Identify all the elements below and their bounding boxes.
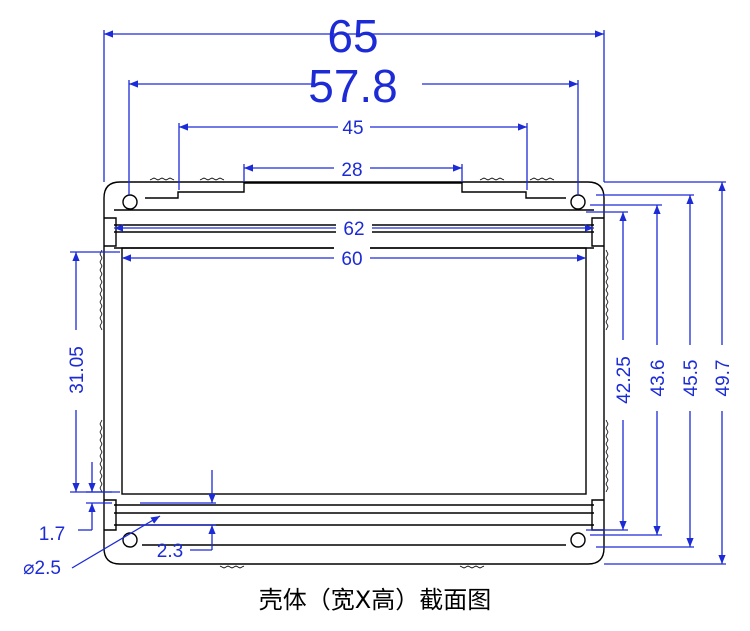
outer-contour	[103, 181, 605, 565]
dim-label-60: 60	[341, 249, 362, 270]
dim-label-2-3: 2.3	[157, 541, 183, 562]
dim-label-45-5: 45.5	[681, 360, 702, 397]
screw-hole-bottom-right	[570, 532, 586, 548]
top-inner-wall	[145, 182, 566, 199]
dim-label-diameter: ⌀2.5	[23, 558, 61, 575]
top-serration	[149, 177, 555, 181]
dim-label-65: 65	[327, 10, 378, 62]
bottom-rail	[114, 504, 594, 546]
screw-hole-top-left	[122, 194, 138, 210]
dim-label-62: 62	[343, 219, 364, 240]
left-groove-top	[104, 217, 117, 247]
dim-label-1-7: 1.7	[39, 524, 65, 545]
dim-label-42-25: 42.25	[614, 356, 635, 404]
dim-label-28: 28	[341, 160, 362, 181]
dimension-labels: 65 57.8 45 28 62 60 31.05 42.25 43.6 45.…	[23, 10, 734, 575]
left-serration	[99, 249, 103, 493]
bottom-serration	[219, 565, 485, 569]
dim-label-45: 45	[342, 118, 363, 139]
right-groove-top	[591, 217, 604, 247]
inner-cavity	[121, 247, 587, 495]
dim-label-49-7: 49.7	[713, 360, 734, 397]
drawing-caption: 壳体（宽X高）截面图	[258, 586, 492, 614]
screw-hole-bottom-left	[122, 532, 138, 548]
dim-label-31-05: 31.05	[67, 346, 88, 394]
dim-label-57-8: 57.8	[308, 60, 398, 112]
cross-section-drawing: 65 57.8 45 28 62 60 31.05 42.25 43.6 45.…	[23, 10, 736, 575]
label-backgrounds	[64, 72, 736, 420]
screw-hole-top-right	[570, 194, 586, 210]
dim-label-43-6: 43.6	[648, 360, 669, 397]
right-serration	[605, 249, 609, 493]
left-groove-bottom	[104, 499, 117, 531]
